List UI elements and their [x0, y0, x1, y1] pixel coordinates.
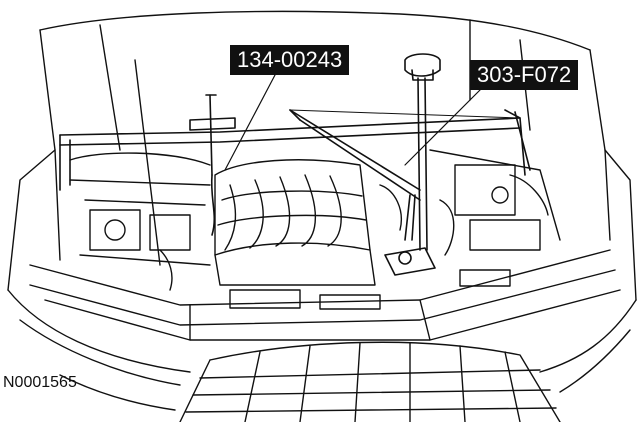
leader-line-134 — [225, 75, 275, 170]
callout-label-134-00243: 134-00243 — [230, 45, 350, 75]
engine-components-left — [70, 153, 210, 290]
figure-id: N0001565 — [3, 374, 77, 391]
right-fender — [540, 300, 636, 392]
left-fender — [8, 290, 190, 410]
callout-leaders — [225, 75, 480, 170]
hood-prop-rod — [135, 60, 160, 265]
leader-line-303 — [405, 90, 480, 165]
intake-manifold — [215, 160, 375, 285]
radiator-support — [30, 250, 620, 340]
callout-label-303-f072: 303-F072 — [470, 60, 579, 90]
front-grille — [180, 342, 560, 422]
engine-components-right — [380, 150, 560, 255]
support-fixture — [60, 54, 530, 275]
